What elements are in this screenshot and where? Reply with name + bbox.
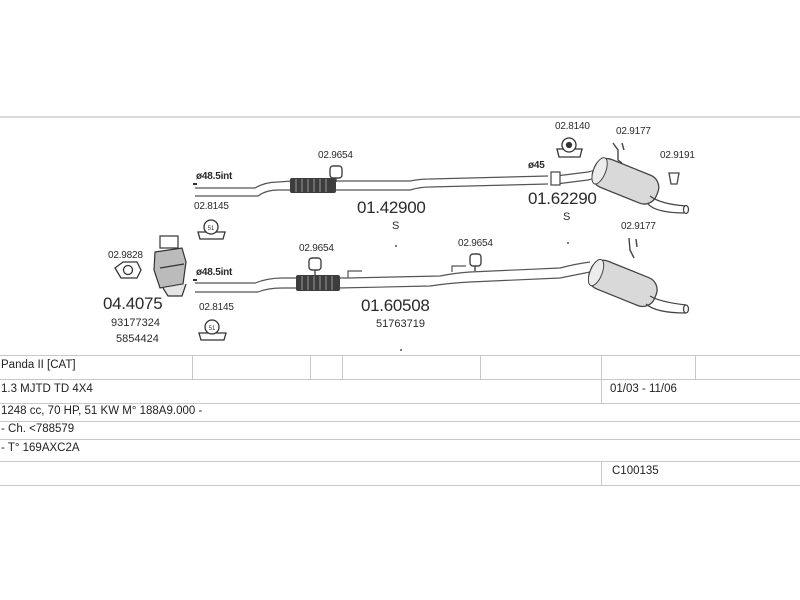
label-main-0162290: 01.62290 xyxy=(528,189,597,208)
vehicle-specs: 1248 cc, 70 HP, 51 KW M° 188A9.000 - xyxy=(1,405,203,417)
marker-dot-3 xyxy=(400,349,402,351)
bracket-029177-top xyxy=(612,142,625,164)
table-line-1 xyxy=(0,355,800,356)
catalyst-044075 xyxy=(153,235,187,297)
label-main-0162290-s: S xyxy=(563,211,571,223)
flex-joint-bottom-ribs xyxy=(301,276,333,290)
hanger-029654-right xyxy=(469,253,482,271)
label-part-029654-right: 02.9654 xyxy=(458,238,493,249)
table-vline-4 xyxy=(480,355,481,379)
clamp-028145-top: 51 xyxy=(197,219,226,240)
table-vline-1 xyxy=(192,355,193,379)
table-vline-7 xyxy=(601,461,602,485)
label-part-029177-bottom: 02.9177 xyxy=(621,221,656,232)
label-part-029654-mid: 02.9654 xyxy=(299,243,334,254)
table-vline-3 xyxy=(342,355,343,379)
label-main-0142900: 01.42900 xyxy=(357,198,426,217)
vehicle-type: - T° 169AXC2A xyxy=(1,442,80,454)
vehicle-chassis: - Ch. <788579 xyxy=(1,423,75,435)
vehicle-engine: 1.3 MJTD TD 4X4 xyxy=(1,383,93,395)
tailpipe-top xyxy=(647,195,690,215)
table-line-6 xyxy=(0,461,800,462)
gasket-029828 xyxy=(114,261,142,279)
table-line-4 xyxy=(0,421,800,422)
marker-dot-2 xyxy=(567,242,569,244)
label-main-0142900-s: S xyxy=(392,220,400,232)
label-main-0160508: 01.60508 xyxy=(361,296,430,315)
marker-dot-1 xyxy=(395,245,397,247)
svg-text:51: 51 xyxy=(208,226,215,232)
table-line-7 xyxy=(0,485,800,486)
tailpipe-bottom xyxy=(645,295,690,314)
label-ref-51763719: 51763719 xyxy=(376,318,425,330)
table-vline-2 xyxy=(310,355,311,379)
label-pipe-diam-bottom: ø48.5int xyxy=(196,267,233,278)
hanger-029654-mid xyxy=(308,257,322,276)
label-part-029191: 02.9191 xyxy=(660,150,695,161)
vehicle-years: 01/03 - 11/06 xyxy=(610,383,677,395)
table-line-3 xyxy=(0,403,800,404)
label-part-028145-bottom: 02.8145 xyxy=(199,302,234,313)
label-part-028145-top: 02.8145 xyxy=(194,201,229,212)
clamp-top-right xyxy=(550,171,561,186)
table-line-5 xyxy=(0,439,800,440)
label-main-044075: 04.4075 xyxy=(103,294,163,313)
label-pipe-diam-right: ø45 xyxy=(528,160,545,171)
label-ref-5854424: 5854424 xyxy=(116,333,159,345)
flex-joint-top xyxy=(290,178,336,193)
label-part-029654-top: 02.9654 xyxy=(318,150,353,161)
flex-joint-bottom xyxy=(296,275,340,291)
table-line-2 xyxy=(0,379,800,380)
hanger-029191 xyxy=(668,172,680,185)
label-part-029828: 02.9828 xyxy=(108,250,143,261)
label-part-029177-top: 02.9177 xyxy=(616,126,651,137)
vehicle-model: Panda II [CAT] xyxy=(1,359,76,371)
table-vline-6 xyxy=(695,355,696,379)
pipe-01-60508 xyxy=(195,261,591,293)
svg-text:51: 51 xyxy=(209,326,216,332)
silencer-bottom xyxy=(587,258,658,308)
silencer-top xyxy=(591,157,660,205)
bracket-029177-bottom xyxy=(628,237,638,259)
flex-joint-top-ribs xyxy=(295,179,327,192)
label-pipe-diam-top: ø48.5int xyxy=(196,171,233,182)
hanger-028140 xyxy=(556,137,583,158)
label-part-028140: 02.8140 xyxy=(555,121,590,132)
hanger-029654-top xyxy=(329,165,343,182)
clamp-028145-bottom: 51 xyxy=(198,319,227,341)
label-ref-93177324: 93177324 xyxy=(111,317,160,329)
pipe-01-42900 xyxy=(195,175,549,197)
table-vline-5 xyxy=(601,355,602,403)
catalog-code: C100135 xyxy=(612,465,659,477)
